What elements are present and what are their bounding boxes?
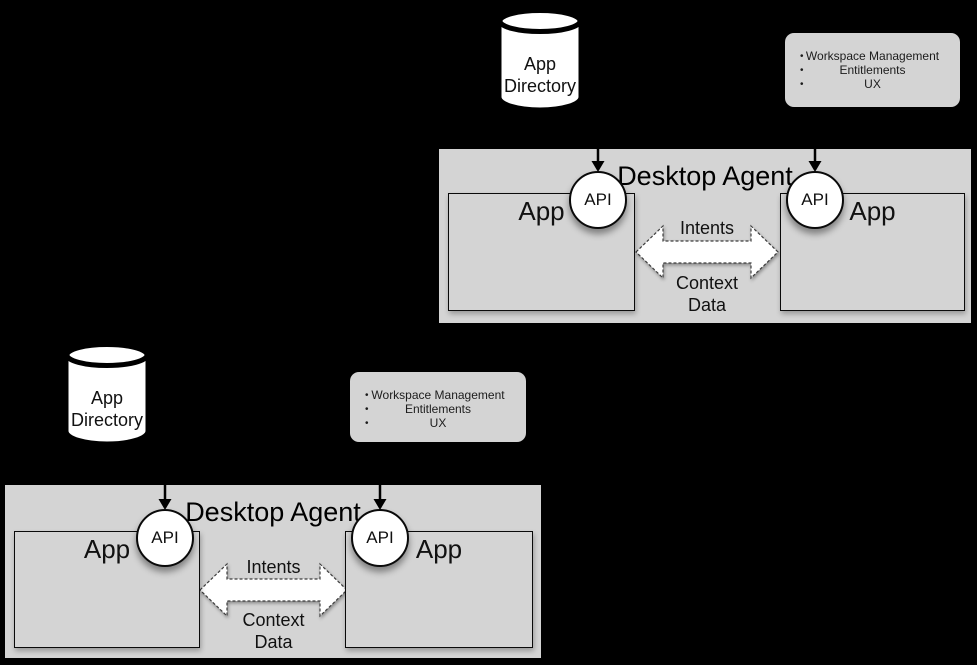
app-label: App <box>415 534 463 564</box>
intents-label: Intents <box>679 218 735 238</box>
api-circle-right: API <box>351 509 409 567</box>
bullet-icon: • <box>365 404 369 415</box>
app-directory-label-line1: App <box>90 388 124 408</box>
feature-item-label: UX <box>429 416 447 430</box>
desktop-agent-box: Desktop Agent App App API API Intents Co… <box>437 147 973 325</box>
feature-item-label: Entitlements <box>839 63 906 77</box>
double-arrow-icon <box>635 224 779 280</box>
database-cylinder-icon <box>64 342 150 445</box>
app-directory-label-line1: App <box>523 54 557 74</box>
bullet-icon: • <box>800 79 804 90</box>
api-circle-left: API <box>569 171 627 229</box>
desktop-agent-box: Desktop Agent App App API API Intents Co… <box>3 483 543 660</box>
app-directory-label: App Directory <box>64 387 150 431</box>
feature-item-label: Workspace Management <box>371 388 505 402</box>
feature-item: • Workspace Management <box>785 49 960 63</box>
database-cylinder-icon <box>497 8 583 111</box>
app-directory-label-line2: Directory <box>503 76 576 96</box>
feature-item: • Entitlements <box>350 402 526 416</box>
api-label: API <box>366 528 394 547</box>
desktop-agent-title: Desktop Agent <box>185 497 361 527</box>
down-arrow-icon <box>373 485 387 510</box>
app-label: App <box>83 534 131 564</box>
api-label: API <box>801 190 829 209</box>
api-circle-right: API <box>786 171 844 229</box>
down-arrow-icon <box>591 149 605 172</box>
feature-item: • UX <box>350 416 526 430</box>
feature-item-label: Workspace Management <box>805 49 940 63</box>
bullet-icon: • <box>365 390 369 401</box>
feature-item: • UX <box>785 77 960 91</box>
bullet-icon: • <box>800 51 804 62</box>
features-box: • Workspace Management • Entitlements • … <box>350 372 526 442</box>
context-data-label: Context Data <box>242 610 305 652</box>
app-label: App <box>518 196 565 226</box>
app-box-right: App <box>345 531 533 648</box>
feature-item: • Entitlements <box>785 63 960 77</box>
bullet-icon: • <box>800 65 804 76</box>
down-arrow-icon <box>158 485 172 510</box>
api-label: API <box>584 190 612 209</box>
features-box: • Workspace Management • Entitlements • … <box>785 33 960 107</box>
context-data-label: Context Data <box>675 273 739 315</box>
feature-item: • Workspace Management <box>350 388 526 402</box>
connectors-overlay <box>591 149 822 280</box>
feature-item-label: Entitlements <box>404 402 472 416</box>
api-label: API <box>151 528 179 547</box>
intents-label: Intents <box>246 557 301 577</box>
bullet-icon: • <box>365 418 369 429</box>
down-arrow-icon <box>808 149 822 172</box>
app-directory-label-line2: Directory <box>70 410 143 430</box>
app-directory-label: App Directory <box>497 53 583 97</box>
app-directory-cylinder: App Directory <box>64 341 150 446</box>
api-circle-left: API <box>136 509 194 567</box>
app-directory-cylinder: App Directory <box>497 7 583 112</box>
app-label: App <box>849 196 896 226</box>
desktop-agent-title: Desktop Agent <box>617 161 793 191</box>
feature-item-label: UX <box>864 77 881 91</box>
